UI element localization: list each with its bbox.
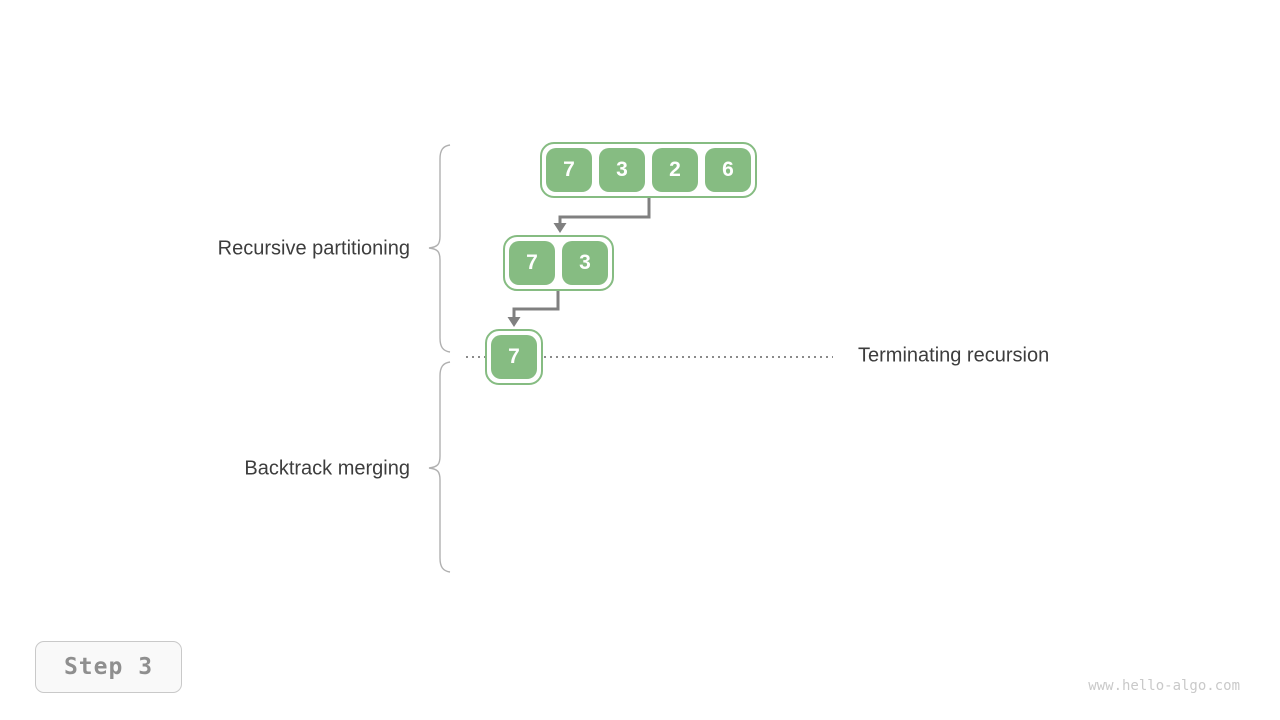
arrow-level2-to-level3	[507, 291, 560, 327]
terminating-recursion-label: Terminating recursion	[858, 344, 1050, 367]
array-cell: 7	[546, 148, 592, 192]
backtrack-merging-label: Backtrack merging	[244, 457, 410, 480]
backtrack-merging-brace	[428, 361, 451, 573]
array-level-3: 7	[485, 329, 543, 385]
array-level-1: 7 3 2 6	[540, 142, 757, 198]
step-badge: Step 3	[35, 641, 182, 693]
watermark: www.hello-algo.com	[1088, 678, 1240, 694]
array-cell: 3	[562, 241, 608, 285]
array-cell: 7	[509, 241, 555, 285]
recursive-partitioning-label: Recursive partitioning	[217, 237, 410, 260]
arrow-level1-to-level2	[553, 197, 651, 233]
recursive-partitioning-brace	[428, 144, 451, 353]
array-cell: 7	[491, 335, 537, 379]
array-cell: 2	[652, 148, 698, 192]
array-cell: 6	[705, 148, 751, 192]
array-level-2: 7 3	[503, 235, 614, 291]
array-cell: 3	[599, 148, 645, 192]
